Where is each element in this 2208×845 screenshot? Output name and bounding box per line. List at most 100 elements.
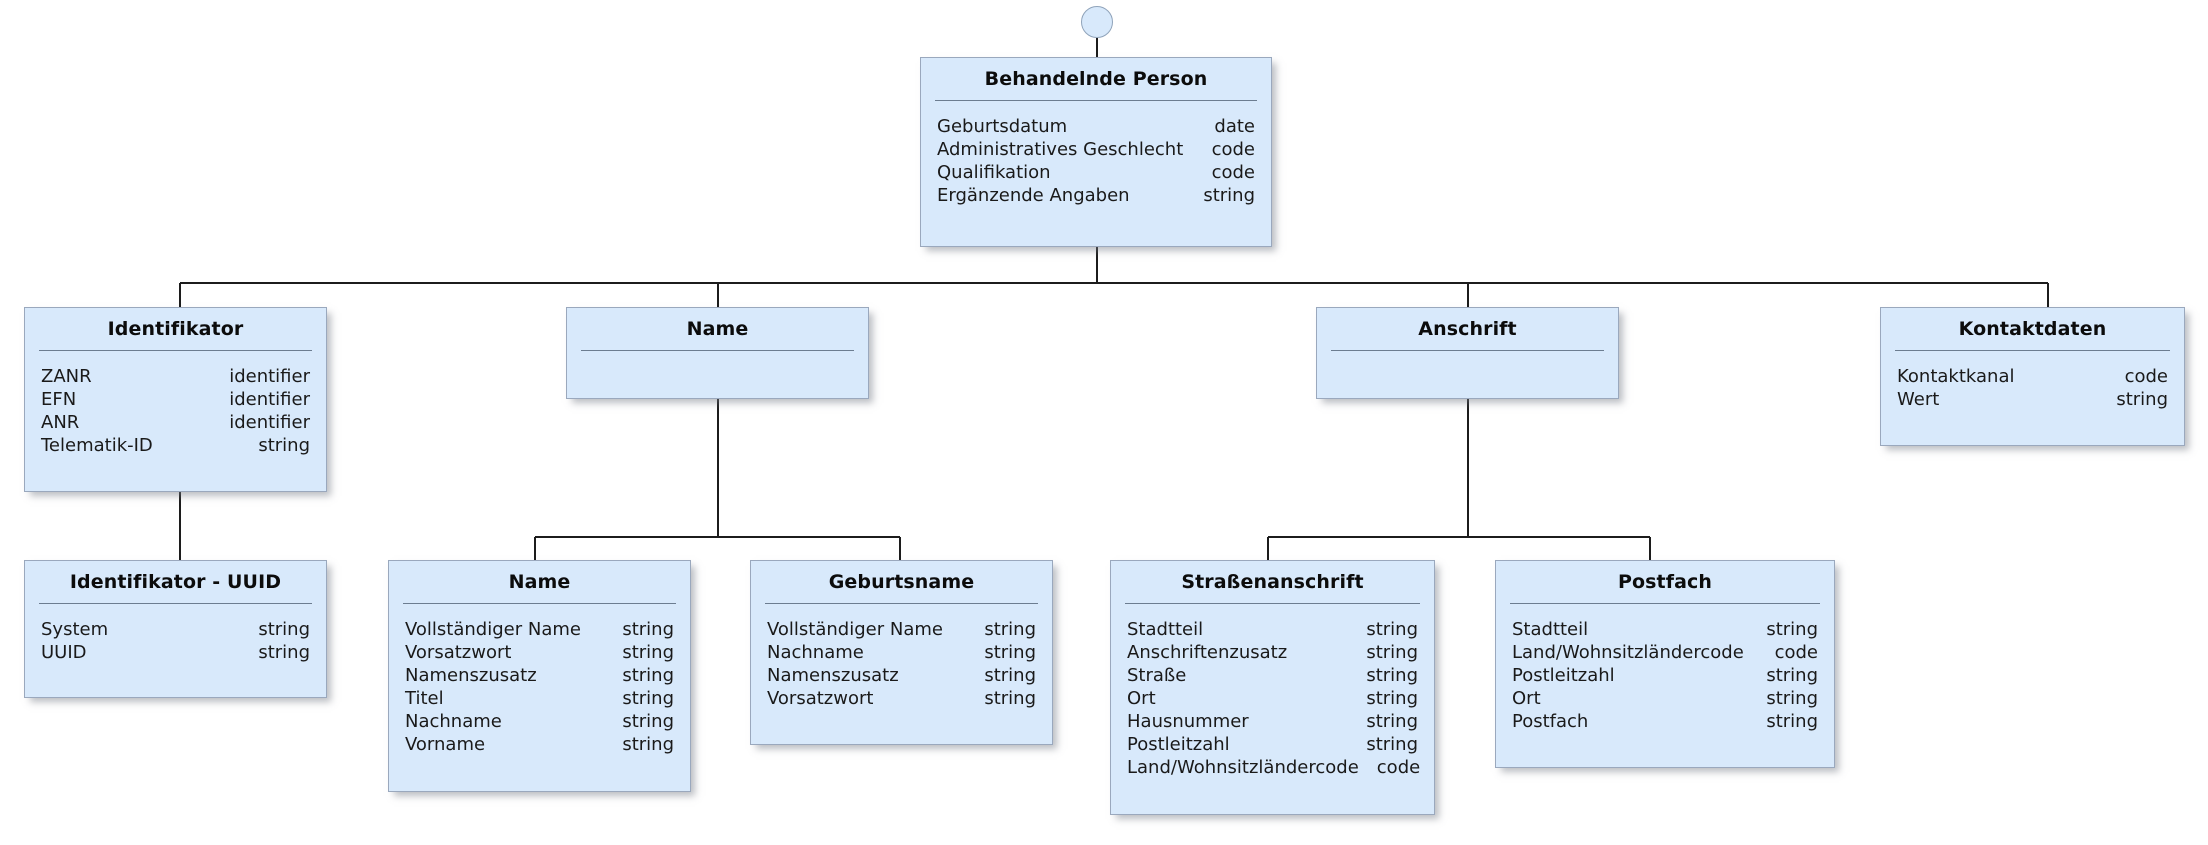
attribute-type: string (1766, 710, 1818, 732)
attribute-name: Geburtsdatum (937, 115, 1068, 137)
attribute-name: Land/Wohnsitzländercode (1512, 641, 1744, 663)
attribute-name: Postleitzahl (1512, 664, 1615, 686)
attribute-name: Vorname (405, 733, 486, 755)
attribute-name: System (41, 618, 109, 640)
attribute-type: string (984, 664, 1036, 686)
attribute-type: code (1774, 641, 1818, 663)
attribute-type: code (1211, 138, 1255, 160)
attribute-type: string (622, 710, 674, 732)
attribute-type: string (1766, 687, 1818, 709)
attribute-type: code (2124, 365, 2168, 387)
attribute-row: Hausnummer string (1127, 710, 1418, 733)
attribute-type: string (1366, 710, 1418, 732)
title-separator (765, 602, 1038, 604)
attribute-name: Ort (1127, 687, 1156, 709)
title-separator (935, 99, 1257, 101)
attribute-row: Namenszusatz string (767, 664, 1036, 687)
attribute-name: Straße (1127, 664, 1187, 686)
attribute-type: string (258, 434, 310, 456)
attribute-row: Nachname string (767, 641, 1036, 664)
attribute-name: Namenszusatz (767, 664, 899, 686)
attribute-type: identifier (229, 411, 310, 433)
attribute-name: Qualifikation (937, 161, 1051, 183)
title-separator (581, 349, 854, 351)
attribute-type: string (1366, 618, 1418, 640)
attribute-name: Nachname (405, 710, 502, 732)
attribute-name: Ergänzende Angaben (937, 184, 1130, 206)
attribute-row: Nachname string (405, 710, 674, 733)
attribute-type: string (1203, 184, 1255, 206)
attribute-name: Hausnummer (1127, 710, 1249, 732)
class-title: Anschrift (1418, 318, 1517, 340)
attribute-name: UUID (41, 641, 87, 663)
class-box-name[interactable]: Name (566, 307, 869, 399)
title-separator (403, 602, 676, 604)
attribute-type: string (1366, 687, 1418, 709)
class-title: Identifikator - UUID (69, 571, 282, 593)
title-separator (1895, 349, 2170, 351)
attribute-name: EFN (41, 388, 77, 410)
attribute-name: Vorsatzwort (405, 641, 512, 663)
attribute-name: Anschriftenzusatz (1127, 641, 1288, 663)
attribute-type: code (1376, 756, 1421, 778)
attribute-row: Ergänzende Angaben string (937, 184, 1255, 207)
attribute-name: Wert (1897, 388, 1940, 410)
attribute-type: date (1214, 115, 1255, 137)
attribute-name: Vollständiger Name (767, 618, 943, 640)
attribute-name: Titel (405, 687, 444, 709)
attribute-type: string (1366, 664, 1418, 686)
attribute-row: Stadtteil string (1512, 618, 1818, 641)
attribute-name: Nachname (767, 641, 864, 663)
class-title: Identifikator (107, 318, 244, 340)
title-separator (1510, 602, 1820, 604)
title-separator (39, 349, 312, 351)
attribute-row: Kontaktkanal code (1897, 365, 2168, 388)
title-separator (1125, 602, 1420, 604)
attribute-type: string (622, 618, 674, 640)
class-title: Name (508, 571, 571, 593)
attribute-type: identifier (229, 388, 310, 410)
attribute-row: Geburtsdatum date (937, 115, 1255, 138)
attribute-name: Namenszusatz (405, 664, 537, 686)
attribute-row: Land/Wohnsitzländercode code (1512, 641, 1818, 664)
class-title: Straßenanschrift (1181, 571, 1364, 593)
attribute-name: Administratives Geschlecht (937, 138, 1184, 160)
attribute-type: string (622, 664, 674, 686)
class-title: Name (686, 318, 749, 340)
attribute-row: Straße string (1127, 664, 1418, 687)
attribute-name: Kontaktkanal (1897, 365, 2015, 387)
class-title: Postfach (1617, 571, 1713, 593)
attribute-name: Stadtteil (1512, 618, 1589, 640)
attribute-type: string (984, 641, 1036, 663)
class-box-anschrift[interactable]: Anschrift (1316, 307, 1619, 399)
attribute-row: Ort string (1127, 687, 1418, 710)
attribute-type: string (1766, 618, 1818, 640)
root-anchor-circle (1081, 6, 1113, 38)
